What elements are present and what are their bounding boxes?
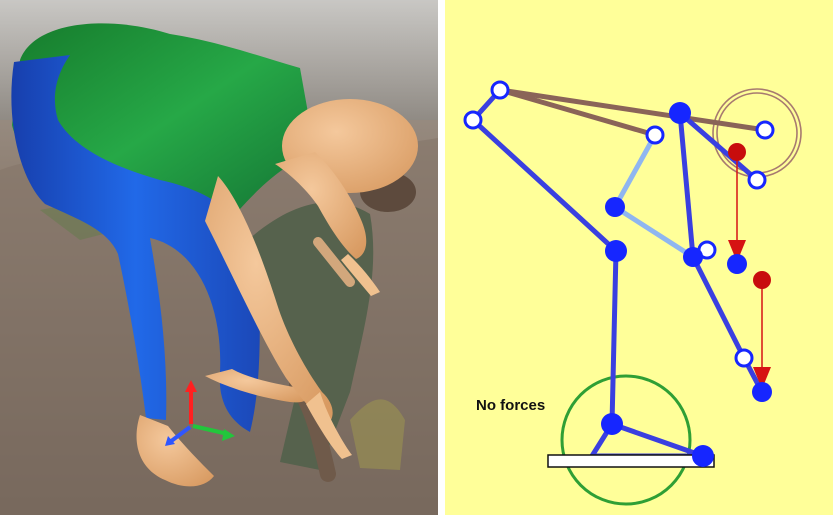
joint-open-marker [757,122,773,138]
panel-divider [438,0,445,515]
joint-solid-marker [727,254,747,274]
joint-open-marker [465,112,481,128]
joint-solid-marker [669,102,691,124]
joint-solid-marker [683,247,703,267]
photo-panel [0,0,438,515]
stick-figure-panel: No forces [445,0,833,515]
joint-open-marker [647,127,663,143]
joint-solid-marker [605,240,627,262]
force-point-upper [728,143,746,161]
force-point-lower [753,271,771,289]
joint-open-marker [749,172,765,188]
joint-solid-marker [692,445,714,467]
ground-plate [548,455,714,467]
joint-solid-marker [605,197,625,217]
joint-solid-marker [752,382,772,402]
joint-open-marker [736,350,752,366]
no-forces-label: No forces [476,397,545,414]
joint-open-marker [492,82,508,98]
joint-solid-marker [601,413,623,435]
diagram-background [445,0,833,515]
